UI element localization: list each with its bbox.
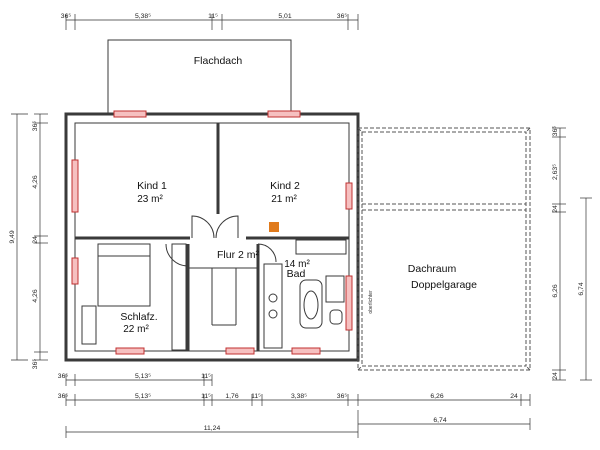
dim-b2-3: 11⁵ <box>201 393 211 400</box>
dim-top-5: 36⁵ <box>337 13 348 20</box>
label-doppelgarage: Doppelgarage <box>411 279 477 291</box>
bedroom-furniture <box>81 243 187 351</box>
dim-left-5: 36⁵ <box>32 359 39 370</box>
label-schlafz: Schlafz. <box>120 311 157 323</box>
label-kind2-area: 21 m² <box>271 194 297 205</box>
label-bad-area: 14 m² <box>284 259 310 270</box>
dim-b2-5: 11⁵ <box>251 393 261 400</box>
dim-top-3: 11⁵ <box>208 13 218 20</box>
dim-b2-6: 3,38⁵ <box>291 393 307 400</box>
label-kind2: Kind 2 <box>270 180 300 192</box>
dim-b2-9: 24 <box>510 393 518 400</box>
dim-right-4: 6,26 <box>552 284 559 297</box>
right-dimension-chain: 36⁵ 2,63⁵ 24 6,26 24 6,74 <box>552 126 592 381</box>
dim-b1-3: 11⁵ <box>201 373 211 380</box>
windows <box>71 110 353 355</box>
dim-b2-8: 6,26 <box>430 393 443 400</box>
dim-bottom-garage: 6,74 <box>433 417 446 424</box>
label-flachdach: Flachdach <box>194 55 243 67</box>
bottom-dimension-chains: 36⁵ 5,13⁵ 11⁵ 36⁵ 5,13⁵ 11⁵ 1,76 11⁵ 3,3… <box>58 373 531 438</box>
flachdach-outline <box>107 39 292 115</box>
left-dimension-chain: 9,49 36⁵ 4,26 24 4,26 36⁵ <box>9 113 48 370</box>
dim-right-3: 24 <box>552 205 559 213</box>
dim-b2-7: 36⁵ <box>337 393 348 400</box>
label-oberlichter: oberlichter <box>368 290 374 314</box>
door-swings <box>165 215 277 267</box>
dim-top-4: 5,01 <box>278 13 291 20</box>
top-dimension-chain: 36⁵ 5,38⁵ 11⁵ 5,01 36⁵ <box>61 13 359 30</box>
dim-bottom-total: 11,24 <box>204 425 221 432</box>
dim-left-total: 9,49 <box>9 230 16 243</box>
label-dachraum: Dachraum <box>408 263 457 275</box>
dim-right-2: 2,63⁵ <box>552 164 559 180</box>
dim-b1-1: 36⁵ <box>58 373 69 380</box>
dim-left-1: 36⁵ <box>32 121 39 132</box>
label-schlafz-area: 22 m² <box>123 324 149 335</box>
label-kind1: Kind 1 <box>137 180 167 192</box>
dim-b2-2: 5,13⁵ <box>135 393 151 400</box>
dim-right-1: 36⁵ <box>552 126 559 137</box>
chimney-marker <box>269 222 279 232</box>
label-kind1-area: 23 m² <box>137 194 163 205</box>
dim-left-2: 4,26 <box>32 175 39 188</box>
label-flur: Flur 2 m² <box>217 249 260 261</box>
dim-left-3: 24 <box>32 236 39 244</box>
bath-fixtures <box>263 239 347 349</box>
dim-left-4: 4,26 <box>32 289 39 302</box>
dim-right-total: 6,74 <box>578 282 585 295</box>
building-walls <box>64 112 360 362</box>
dim-top-2: 5,38⁵ <box>135 13 151 20</box>
dim-top-1: 36⁵ <box>61 13 72 20</box>
label-bad: Bad <box>287 268 306 280</box>
dim-b1-2: 5,13⁵ <box>135 373 151 380</box>
dim-right-5: 24 <box>552 372 559 380</box>
garage-roof-outline <box>357 127 531 371</box>
dim-b2-1: 36⁵ <box>58 393 69 400</box>
dim-b2-4: 1,76 <box>225 393 238 400</box>
